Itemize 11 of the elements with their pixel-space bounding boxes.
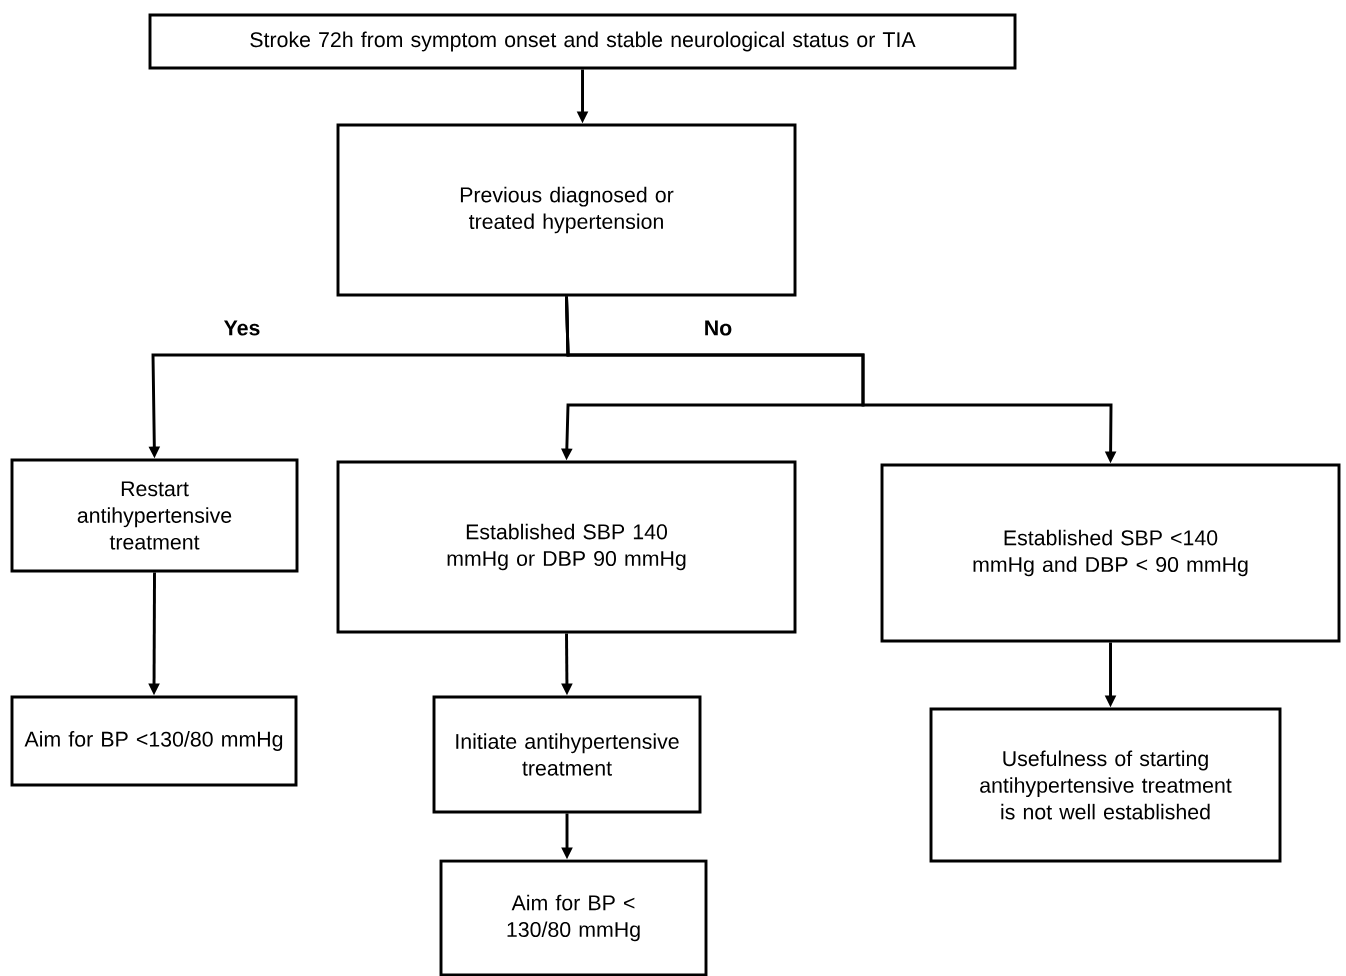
process-box: Stroke 72h from symptom onset and stable neurological status or TIA	[148, 13, 1017, 70]
process-box: Initiate antihypertensive treatment	[432, 695, 702, 814]
process-box: Usefulness of starting antihypertensive treatment is not well established	[929, 707, 1282, 863]
process-box: Aim for BP <130/80 mmHg	[10, 695, 298, 787]
edge-label: Yes	[223, 320, 260, 336]
process-box: Established SBP 140 mmHg or DBP 90 mmHg	[336, 460, 797, 634]
process-box: Established SBP <140 mmHg and DBP < 90 mmHg	[880, 463, 1341, 643]
edge-label: No	[705, 320, 732, 336]
process-box: Previous diagnosed or treated hypertension	[336, 123, 797, 297]
process-box: Aim for BP < 130/80 mmHg	[439, 859, 708, 976]
process-box: Restart antihypertensive treatment	[10, 458, 299, 573]
